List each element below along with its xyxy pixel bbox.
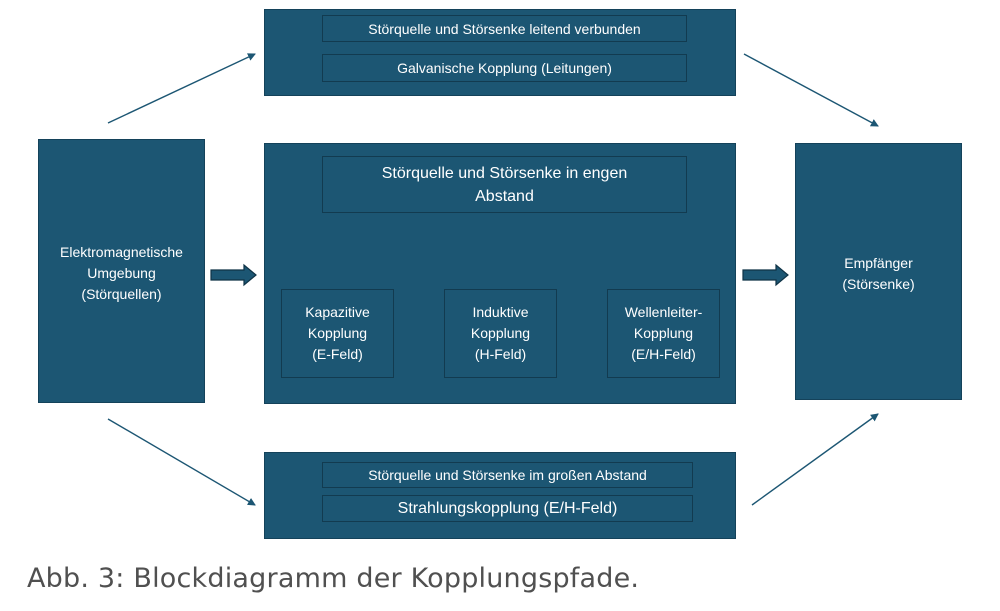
waveguide-coupling-box: Wellenleiter- Kopplung (E/H-Feld) bbox=[607, 289, 720, 378]
arrow-top-to-receiver bbox=[743, 53, 879, 127]
bottom-path-condition: Störquelle und Störsenke im großen Absta… bbox=[322, 462, 693, 488]
block-arrow-source-to-middle bbox=[210, 263, 257, 287]
receiver-box: Empfänger (Störsenke) bbox=[795, 143, 962, 400]
middle-path-box: Störquelle und Störsenke in engen Abstan… bbox=[264, 143, 736, 404]
capacitive-coupling-box: Kapazitive Kopplung (E-Feld) bbox=[281, 289, 394, 378]
inductive-coupling-box: Induktive Kopplung (H-Feld) bbox=[444, 289, 557, 378]
arrow-source-to-top bbox=[107, 53, 256, 124]
arrow-source-to-bottom bbox=[107, 418, 256, 506]
bottom-path-box: Störquelle und Störsenke im großen Absta… bbox=[264, 452, 736, 539]
receiver-box-label: Empfänger (Störsenke) bbox=[842, 255, 915, 292]
source-box: Elektromagnetische Umgebung (Störquellen… bbox=[38, 139, 205, 403]
bottom-path-coupling: Strahlungskopplung (E/H-Feld) bbox=[322, 495, 693, 522]
arrow-bottom-to-receiver bbox=[751, 413, 879, 506]
middle-path-condition: Störquelle und Störsenke in engen Abstan… bbox=[322, 156, 687, 213]
top-path-condition: Störquelle und Störsenke leitend verbund… bbox=[322, 15, 687, 42]
source-box-label: Elektromagnetische Umgebung (Störquellen… bbox=[60, 244, 183, 302]
block-arrow-middle-to-receiver bbox=[742, 263, 789, 287]
figure-caption: Abb. 3: Blockdiagramm der Kopplungspfade… bbox=[27, 563, 640, 594]
top-path-box: Störquelle und Störsenke leitend verbund… bbox=[264, 9, 736, 96]
top-path-coupling: Galvanische Kopplung (Leitungen) bbox=[322, 54, 687, 82]
